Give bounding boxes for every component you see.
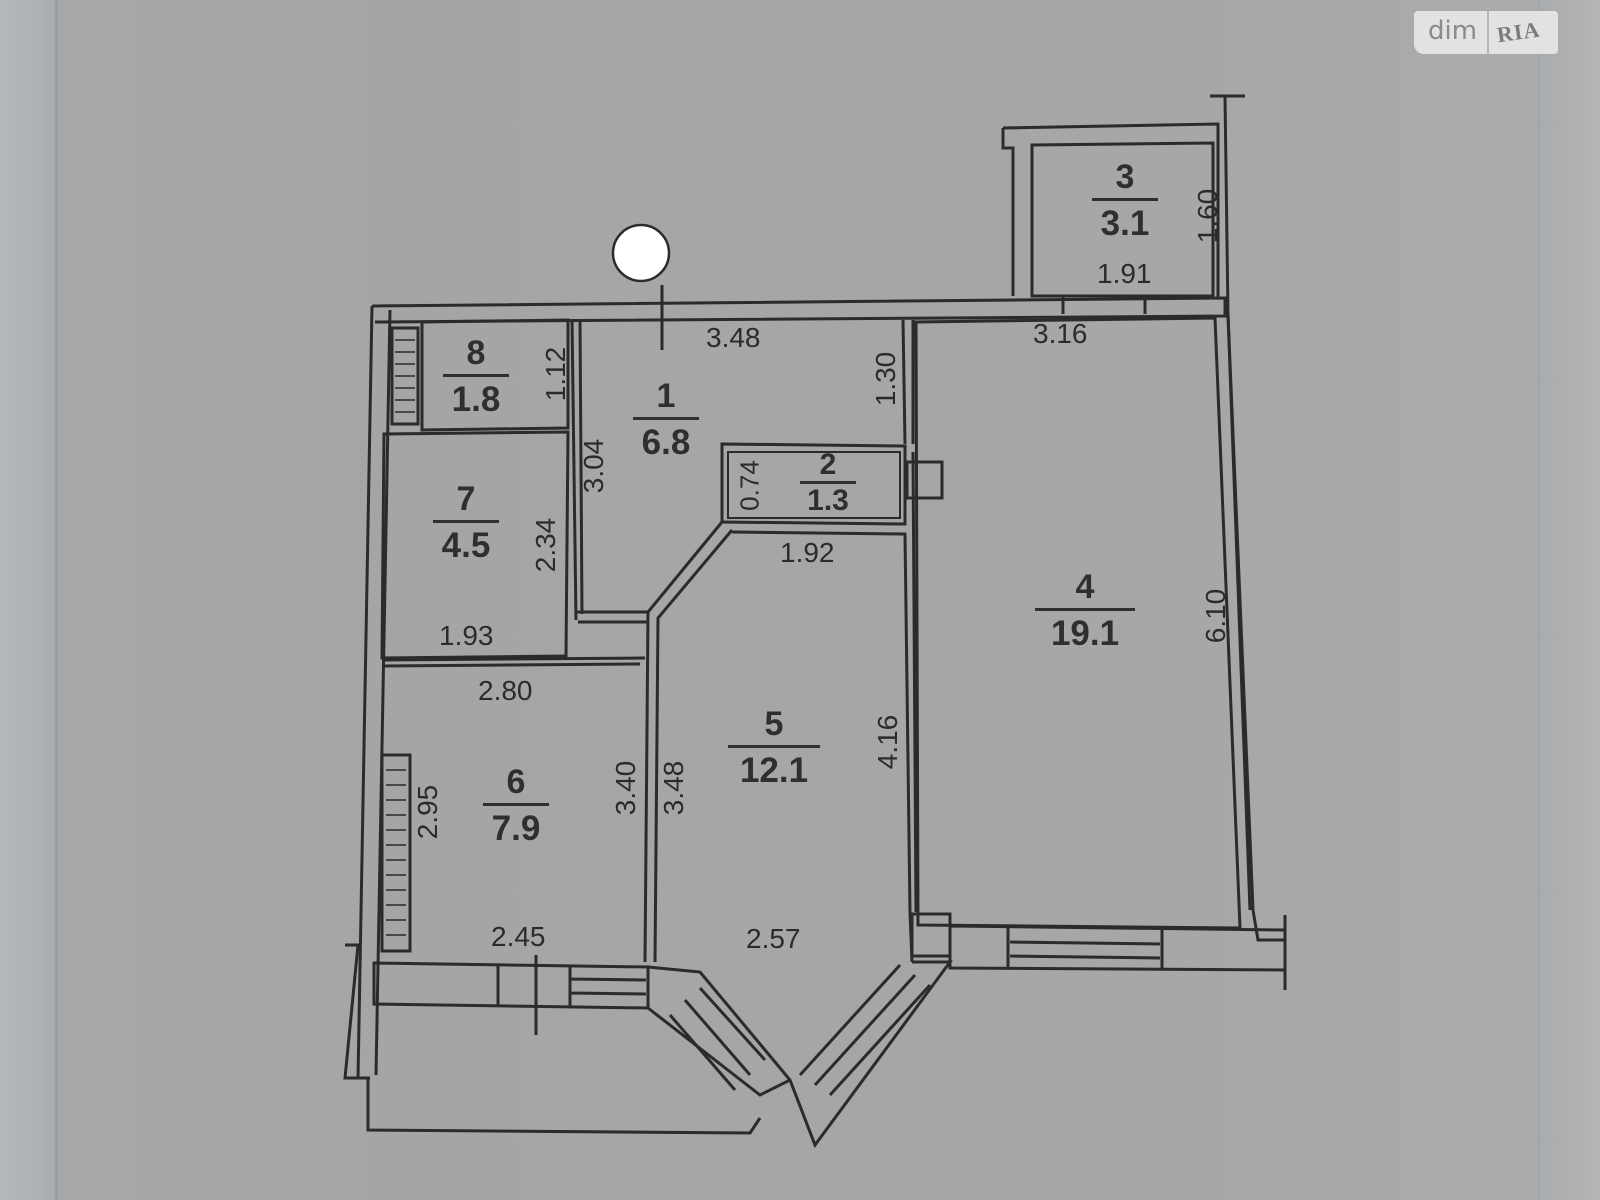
- corridor-diagonal-wall: [643, 521, 734, 963]
- room-2-label: 2 1.3: [795, 450, 861, 517]
- room-4-area: 19.1: [1050, 614, 1120, 653]
- dim-room-5-top: 1.92: [780, 537, 835, 568]
- radiator-room-6: [380, 753, 412, 953]
- room-1-label: 1 6.8: [631, 377, 701, 462]
- room-3-outline: [1030, 141, 1215, 298]
- dim-room-7-height: 2.34: [530, 517, 561, 573]
- room-1-number: 1: [656, 377, 676, 415]
- dim-room-1-side: 1.30: [870, 351, 901, 407]
- room-1-divider: [633, 417, 699, 420]
- room-3-label: 3 3.1: [1090, 158, 1160, 243]
- room-5-area: 12.1: [739, 751, 809, 790]
- room-4-label: 4 19.1: [1030, 568, 1140, 653]
- west-wall: [356, 305, 392, 1079]
- dim-room-7-width: 1.93: [439, 620, 494, 651]
- dim-room-6-bottom: 2.45: [491, 921, 546, 952]
- north-wall: [371, 296, 1227, 324]
- room-7-label: 7 4.5: [431, 480, 501, 565]
- watermark-dim-text: dim: [1414, 11, 1490, 54]
- room-2-outline: [720, 442, 907, 526]
- paper-edge-left: [55, 0, 58, 1200]
- dim-room-3-height: 1.60: [1192, 188, 1223, 244]
- dim-room-4-height: 6.10: [1200, 588, 1231, 644]
- room-4-number: 4: [1075, 568, 1095, 606]
- dim-room-2-height: 0.74: [734, 460, 765, 511]
- dim-room-1-width: 3.48: [706, 322, 761, 353]
- room-6-area: 7.9: [491, 809, 541, 848]
- room-6-label: 6 7.9: [481, 763, 551, 848]
- room-2-number: 2: [819, 448, 837, 481]
- room-8-divider: [443, 374, 509, 377]
- watermark-dim-ria: dim RIA: [1414, 11, 1558, 54]
- room-3-divider: [1092, 198, 1158, 201]
- dim-room-6-left: 2.95: [412, 784, 443, 840]
- dim-room-5-left: 3.48: [658, 760, 689, 816]
- balcony-outline: [366, 1078, 762, 1135]
- dim-room-5-right: 4.16: [872, 714, 903, 770]
- room-3-number: 3: [1115, 158, 1135, 196]
- room-5-number: 5: [764, 705, 784, 743]
- dim-room-1-height: 3.04: [578, 438, 609, 494]
- radiator-room-8: [390, 326, 420, 426]
- bay-window: [647, 960, 953, 1149]
- south-wall-room-6: [372, 961, 650, 1010]
- room-3-area: 3.1: [1100, 204, 1150, 243]
- paper-edge-right: [1538, 0, 1540, 1200]
- watermark-ria-logo-icon: RIA: [1495, 16, 1542, 47]
- room-8-outline: [420, 318, 570, 432]
- shaft-box: [905, 460, 944, 500]
- room-4-divider: [1035, 608, 1135, 611]
- room-6-divider: [483, 803, 549, 806]
- dim-room-4-width: 3.16: [1033, 318, 1088, 349]
- room-8-number: 8: [466, 334, 486, 372]
- room-8-area: 1.8: [451, 380, 501, 419]
- room-6-number: 6: [506, 763, 526, 801]
- entrance-marker-icon: [611, 223, 671, 283]
- room-5-label: 5 12.1: [726, 705, 822, 790]
- room-5-divider: [728, 745, 820, 748]
- room-2-divider: [800, 481, 856, 484]
- dim-room-3-width: 1.91: [1097, 258, 1152, 289]
- room-7-outline: [380, 430, 570, 660]
- dim-room-8-height: 1.12: [540, 346, 571, 402]
- room-8-label: 8 1.8: [441, 334, 511, 419]
- room-7-number: 7: [456, 480, 476, 518]
- dim-room-5-bottom: 2.57: [746, 923, 801, 954]
- room-7-divider: [433, 520, 499, 523]
- room-2-area: 1.3: [807, 484, 849, 517]
- south-window-room-4: [948, 924, 1287, 972]
- dim-room-6-top: 2.80: [478, 675, 533, 706]
- dim-room-6-right: 3.40: [610, 760, 641, 816]
- room-7-area: 4.5: [441, 526, 491, 565]
- room-1-area: 6.8: [641, 423, 691, 462]
